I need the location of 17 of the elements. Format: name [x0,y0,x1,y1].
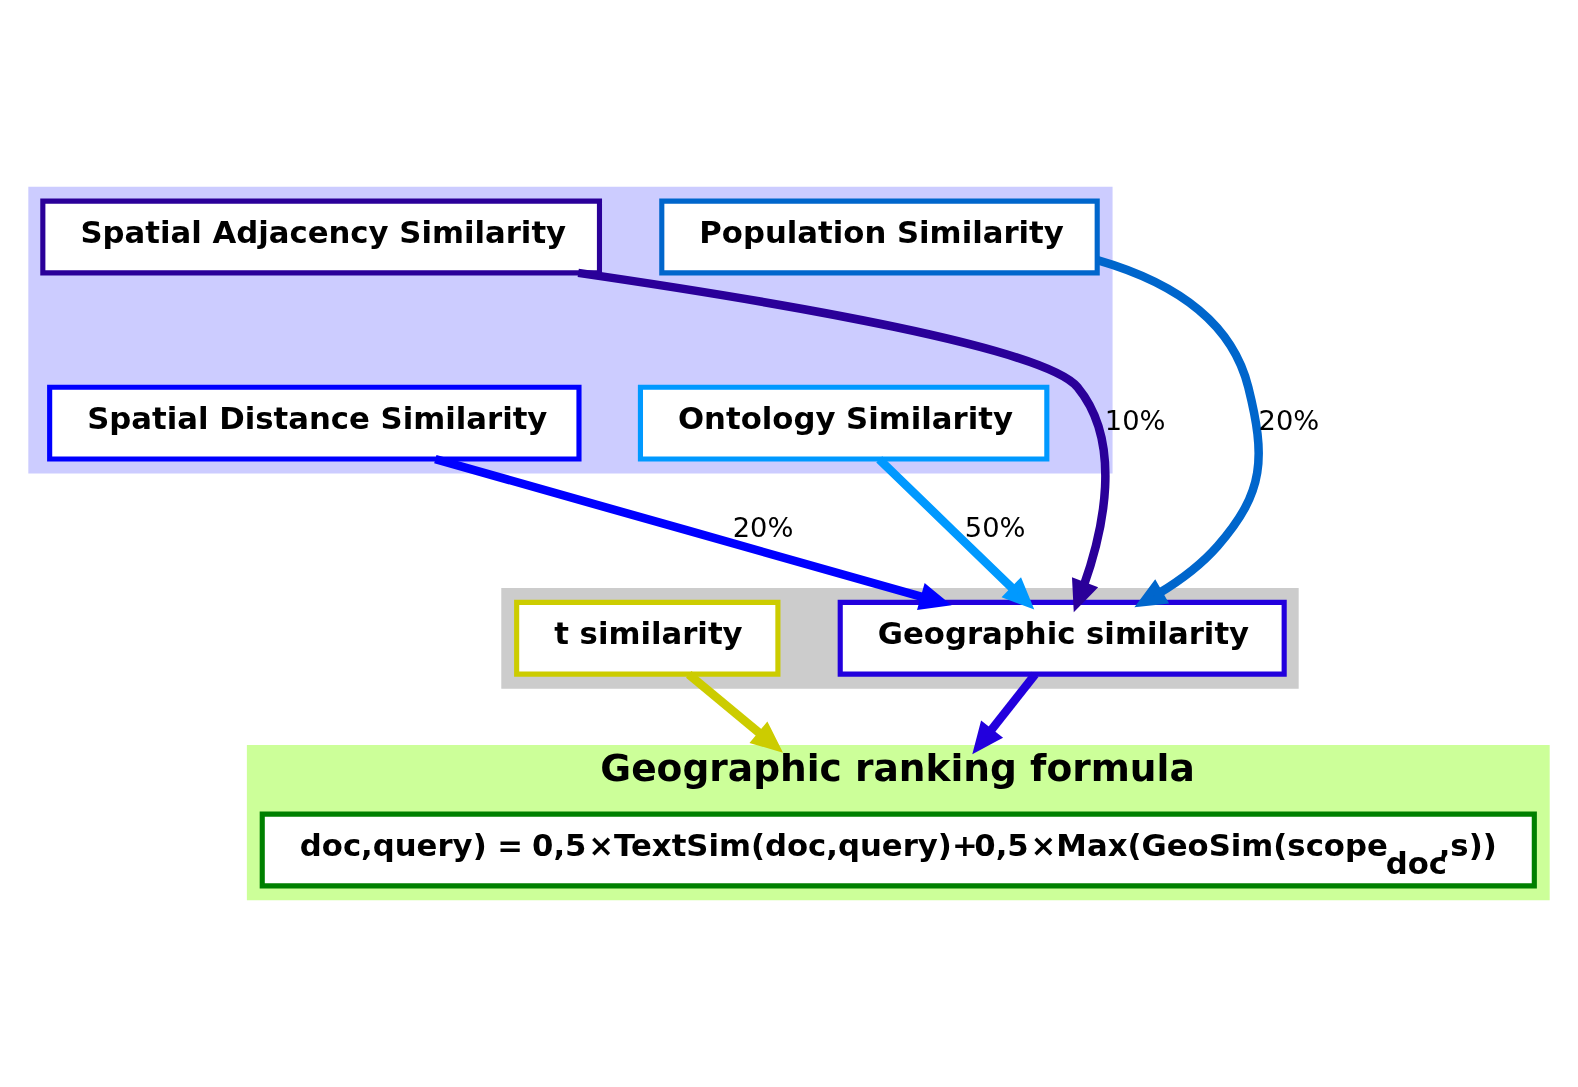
arrow [1096,256,1263,608]
node-box: Population Similarity [659,198,1100,276]
cluster [501,587,1299,689]
edge-label: 20% [1258,404,1320,436]
node-box: Spatial Adjacency Similarity [40,198,603,276]
edge-label: 20% [732,512,794,544]
arrow [434,454,952,610]
arrow [876,456,1035,610]
node-box: Spatial Distance Similarity [47,384,582,462]
arrow [972,671,1039,755]
edge-label: 50% [964,512,1026,544]
node-box: t similarity [514,599,781,677]
edge-label: 10% [1104,404,1166,436]
node-box: Ontology Similarity [637,384,1050,462]
arrow [686,671,784,753]
arrow [577,268,1110,613]
node-box: Geographic similarity [837,599,1287,677]
